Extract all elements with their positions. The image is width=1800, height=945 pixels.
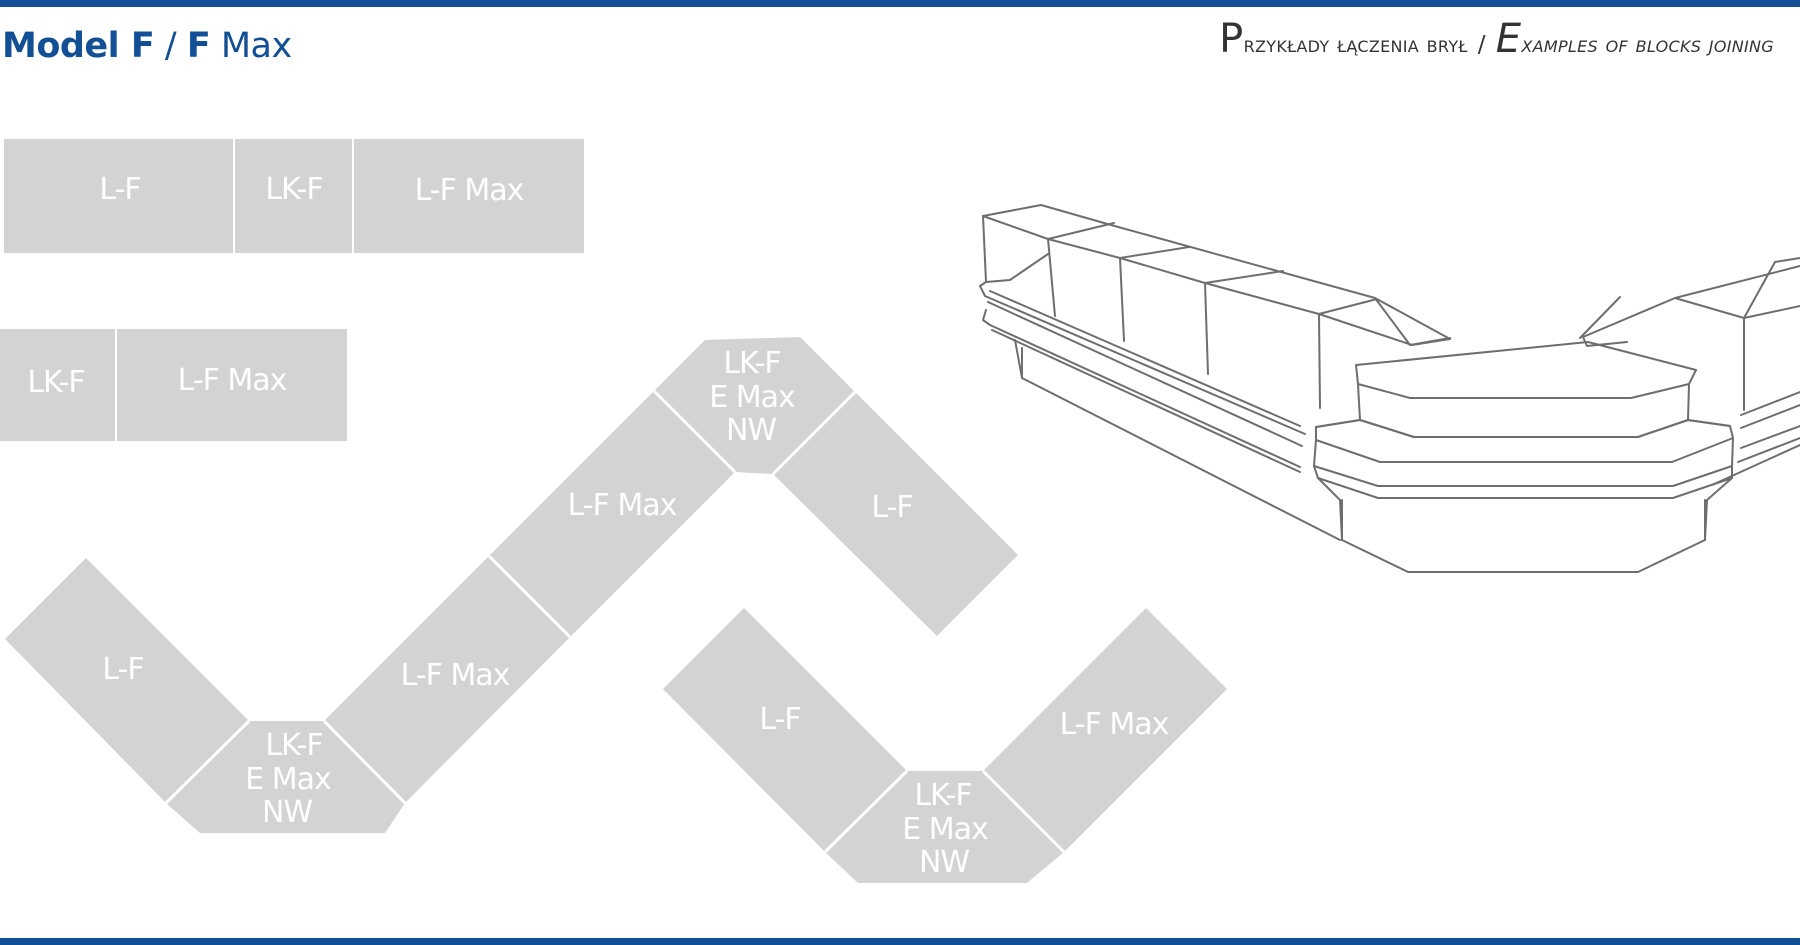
wave-corner-label-line2: E Max — [245, 762, 331, 797]
row1-lfmax-block — [354, 139, 584, 253]
right-shelf-2 — [1740, 404, 1800, 429]
wave-lfmax-lower-label: L-F Max — [401, 658, 510, 693]
wave-joint-4 — [652, 389, 737, 474]
left-post-4 — [1318, 313, 1321, 409]
row2-lkf-block — [0, 329, 115, 441]
right-top-segment-2 — [1743, 257, 1800, 319]
v-lf-block — [663, 608, 907, 852]
counter-center-island — [1313, 296, 1734, 573]
top-corner-label-line2: E Max — [709, 380, 795, 415]
island-right-corner-glass — [1579, 296, 1621, 339]
wave-joint-2 — [322, 719, 407, 805]
row1-lf-block — [4, 139, 233, 253]
left-shelf-1b — [989, 290, 1301, 427]
wave-composition: L-F LK-F E Max NW L-F Max L-F Max LK-F E… — [5, 337, 1018, 833]
row2-straight-line: LK-F L-F Max — [0, 329, 347, 441]
right-top-front-edge — [1582, 336, 1628, 347]
island-top — [1355, 341, 1697, 399]
row1-lkf-block — [235, 139, 352, 253]
heading-english-rest: xamples of blocks joining — [1521, 32, 1774, 58]
v-joint-2 — [981, 769, 1066, 854]
model-separator: / — [154, 26, 187, 66]
row1-straight-line: L-F LK-F L-F Max — [4, 139, 584, 253]
heading-polish-initial: P — [1219, 16, 1244, 62]
right-base — [1711, 444, 1800, 486]
v-shape-composition: L-F LK-F E Max NW L-F Max — [663, 608, 1227, 883]
heading-english: Examples of blocks joining — [1496, 19, 1774, 59]
wave-lf-block — [5, 558, 249, 803]
left-top-segment-3 — [1204, 282, 1378, 315]
right-shelf-3 — [1740, 425, 1800, 449]
wave-corner-block — [166, 721, 405, 833]
wave-lfmax-lower-block — [324, 556, 570, 803]
row1-lfmax-label: L-F Max — [415, 173, 524, 208]
counter-left-run — [979, 204, 1451, 541]
left-shelf-3 — [982, 309, 1301, 468]
model-title: Model F / F Max — [2, 26, 292, 66]
wave-lf-label: L-F — [102, 652, 143, 687]
wave-joint-1 — [164, 719, 251, 805]
right-shelf-1 — [1740, 391, 1800, 416]
left-post-1 — [1047, 238, 1056, 317]
top-corner-label-line3: NW — [726, 413, 776, 448]
island-front-shelf-3 — [1313, 465, 1733, 499]
right-top-segment-1 — [1674, 297, 1800, 319]
left-post-2 — [1119, 257, 1125, 342]
island-base — [1317, 477, 1733, 573]
v-corner-label-line2: E Max — [902, 812, 988, 847]
left-shelf-1 — [979, 281, 1306, 435]
left-top-segment-2 — [1119, 257, 1284, 284]
row2-lfmax-label: L-F Max — [178, 363, 287, 398]
v-lfmax-label: L-F Max — [1060, 707, 1169, 742]
left-top-ridge — [982, 204, 1451, 340]
top-lf-block — [773, 392, 1018, 636]
examples-heading: Przykłady łączenia brył / Examples of bloc… — [1219, 19, 1774, 59]
wave-lfmax-upper-label: L-F Max — [568, 488, 677, 523]
island-front-shelf-1 — [1315, 419, 1734, 463]
v-corner-label-line3: NW — [919, 845, 969, 880]
model-variant-suffix: Max — [210, 26, 292, 66]
left-top-segment-1 — [1047, 238, 1190, 259]
left-shelf-2 — [987, 301, 1303, 447]
heading-separator: / — [1477, 32, 1486, 58]
counter-right-run — [1582, 257, 1800, 486]
v-corner-block — [825, 771, 1064, 883]
model-name: Model F — [2, 26, 155, 66]
heading-polish: Przykłady łączenia brył — [1219, 19, 1468, 59]
row2-lkf-label: LK-F — [27, 365, 84, 400]
model-variant: F — [186, 26, 211, 66]
heading-polish-rest: rzykłady łączenia brył — [1243, 32, 1468, 58]
wave-corner-label-line3: NW — [262, 795, 312, 830]
right-shelf-4 — [1737, 437, 1800, 463]
left-end-cap — [982, 215, 1049, 283]
v-lfmax-block — [983, 608, 1227, 852]
v-lf-label: L-F — [759, 702, 800, 737]
bottom-accent-bar — [0, 938, 1800, 945]
heading-english-initial: E — [1495, 16, 1522, 62]
row1-lkf-label: LK-F — [265, 172, 322, 207]
row1-lf-label: L-F — [99, 172, 140, 207]
island-left-corner-glass — [1374, 297, 1451, 346]
wave-joint-3 — [487, 554, 572, 639]
row2-lfmax-block — [117, 329, 347, 441]
wave-lfmax-upper-block — [489, 391, 735, 637]
island-body — [1357, 383, 1690, 438]
top-accent-bar — [0, 0, 1800, 7]
island-front-shelf-2 — [1313, 437, 1734, 487]
left-shelf-3b — [991, 329, 1301, 473]
top-corner-label-line1: LK-F — [723, 346, 780, 381]
left-top-segment-4 — [1318, 313, 1451, 346]
left-post-3 — [1204, 282, 1209, 375]
wave-corner-label-line1: LK-F — [265, 728, 322, 763]
v-corner-label-line1: LK-F — [914, 778, 971, 813]
top-lf-label: L-F — [871, 490, 912, 525]
v-joint-1 — [823, 769, 909, 854]
wave-joint-5 — [771, 390, 857, 476]
